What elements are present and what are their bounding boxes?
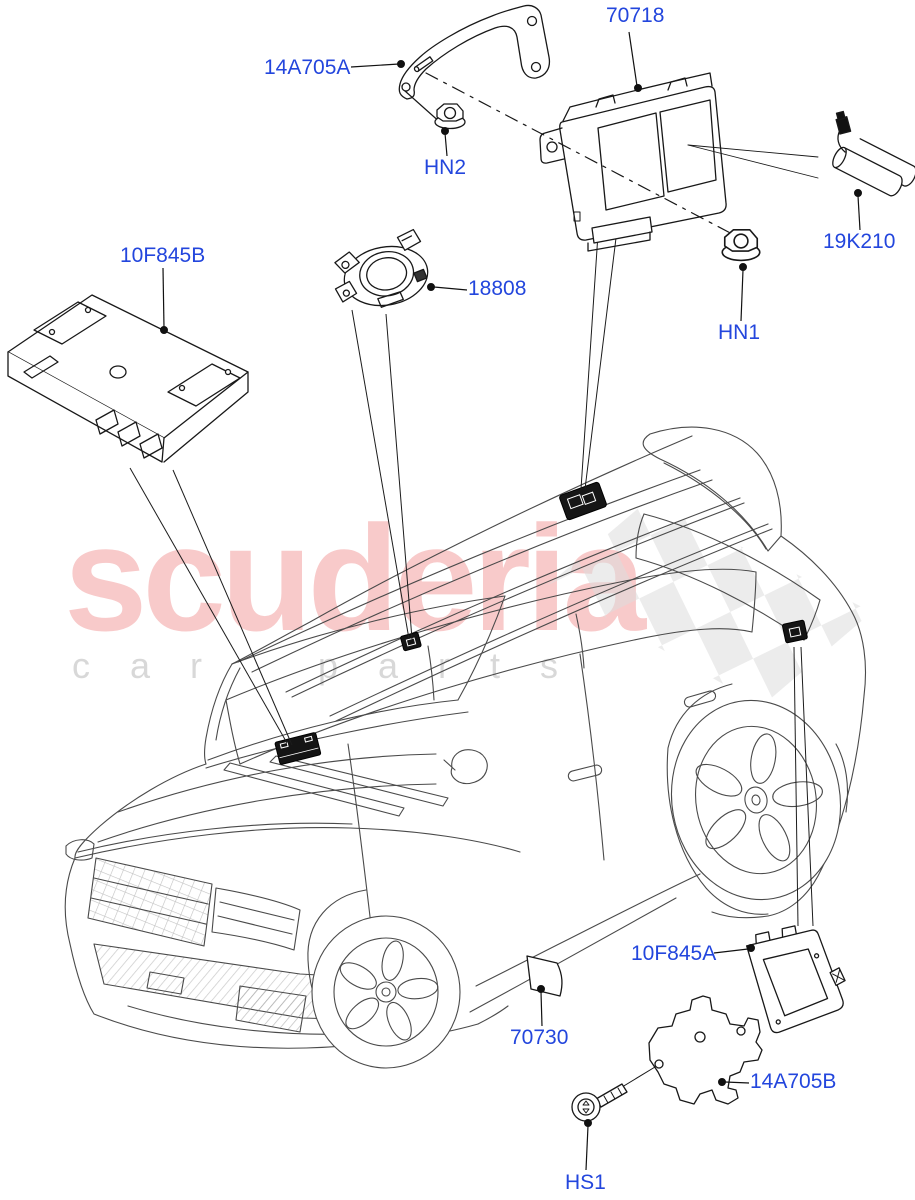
- part-label-HN1[interactable]: HN1: [718, 321, 761, 344]
- checkered-flag-watermark: [548, 500, 872, 706]
- rear-wheel: [670, 699, 842, 901]
- part-label-14A705B[interactable]: 14A705B: [750, 1070, 837, 1093]
- part-label-10F845A[interactable]: 10F845A: [631, 942, 717, 965]
- part-label-HN2[interactable]: HN2: [424, 156, 467, 179]
- part-screw-HS1: [571, 1066, 656, 1122]
- part-label-14A705A[interactable]: 14A705A: [264, 56, 351, 79]
- part-rain-sensor-18808: [334, 228, 429, 308]
- part-module-10F845A: [745, 925, 846, 1034]
- locator-line-pairs: [129, 229, 814, 927]
- part-antenna-19K210: [832, 110, 915, 197]
- part-label-HS1[interactable]: HS1: [565, 1171, 606, 1194]
- watermark-primary: scuderia: [64, 494, 646, 662]
- part-label-19K210[interactable]: 19K210: [823, 230, 896, 253]
- mounted-module-quarter: [782, 619, 808, 644]
- part-label-18808[interactable]: 18808: [468, 277, 527, 300]
- part-module-10F845B: [7, 294, 249, 463]
- part-label-70718[interactable]: 70718: [606, 4, 665, 27]
- mounted-module-cowl: [274, 732, 322, 765]
- mounted-module-roof: [559, 481, 607, 521]
- part-bracket-14A705B: [648, 995, 763, 1105]
- part-module-70718: [539, 72, 727, 252]
- mounted-components: [274, 481, 808, 765]
- part-nut-HN1: [721, 228, 761, 262]
- front-wheel: [311, 915, 461, 1069]
- part-label-10F845B[interactable]: 10F845B: [120, 244, 206, 267]
- car-illustration: [64, 426, 866, 1069]
- label-leader-lines: [160, 31, 862, 1171]
- part-nut-HN2: [434, 103, 466, 130]
- assembly-lines: [404, 72, 819, 237]
- part-pad-70730: [526, 955, 563, 997]
- mounted-sensor-roof: [400, 631, 422, 652]
- part-label-70730[interactable]: 70730: [510, 1026, 569, 1049]
- part-bracket-14A705A: [398, 4, 551, 100]
